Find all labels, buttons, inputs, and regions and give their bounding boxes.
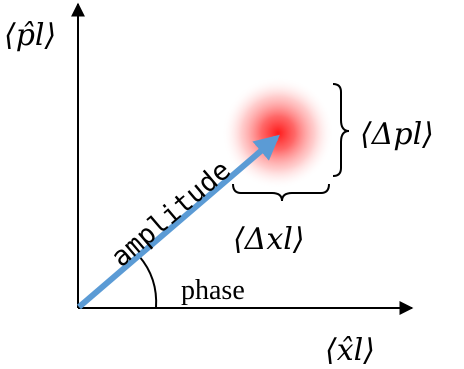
delta-p-label: ⟨Δpl⟩ — [360, 117, 434, 152]
y-axis-label: ⟨p̂l⟩ — [4, 18, 56, 53]
amplitude-label: amplitude — [105, 155, 236, 274]
delta-p-brace — [332, 83, 350, 177]
phase-arc — [138, 255, 158, 309]
amplitude-arrow — [77, 134, 280, 310]
x-axis-label: ⟨x̂l⟩ — [325, 333, 375, 368]
phase-label: phase — [181, 275, 245, 306]
delta-x-brace — [232, 183, 330, 202]
delta-x-label: ⟨Δxl⟩ — [233, 222, 305, 257]
